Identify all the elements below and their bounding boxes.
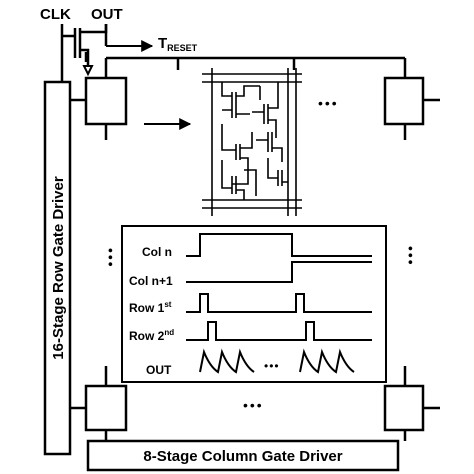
timing-label-out: OUT — [146, 363, 172, 377]
row-gate-driver-label: 16-Stage Row Gate Driver — [50, 176, 67, 360]
timing-label-col-n1: Col n+1 — [129, 274, 173, 288]
pixel-cell-bottom-right — [383, 384, 425, 432]
column-gate-driver — [86, 439, 400, 472]
ellipsis-right: ••• — [403, 246, 419, 267]
waveform-col-n1 — [186, 261, 372, 283]
column-gate-driver-label: 8-Stage Column Gate Driver — [143, 448, 342, 465]
ellipsis-top: ••• — [318, 95, 339, 111]
waveform-col-n — [186, 233, 372, 257]
pixel-cell-top-right — [383, 76, 425, 126]
row-gate-driver — [43, 80, 72, 456]
waveform-out-1 — [199, 348, 255, 374]
reset-transistor — [62, 24, 108, 66]
pixel-cell-top-left — [84, 76, 128, 126]
transistor-arrow — [82, 65, 94, 77]
timing-ellipsis: ••• — [264, 359, 280, 373]
out-label: OUT — [91, 6, 123, 23]
timing-label-col-n: Col n — [142, 245, 172, 259]
ellipsis-bottom: ••• — [243, 397, 264, 413]
timing-label-row2: Row 2nd — [129, 328, 174, 343]
timing-label-row1: Row 1st — [129, 300, 172, 315]
clk-label: CLK — [40, 6, 71, 23]
pixel-circuit-schematic — [202, 68, 302, 216]
waveform-row2 — [186, 321, 372, 341]
pixel-cell-bottom-left — [84, 384, 128, 432]
waveform-row1 — [186, 293, 372, 313]
ellipsis-left: ••• — [103, 248, 119, 269]
treset-label: TRESET — [158, 35, 198, 53]
waveform-out-2 — [299, 348, 355, 374]
